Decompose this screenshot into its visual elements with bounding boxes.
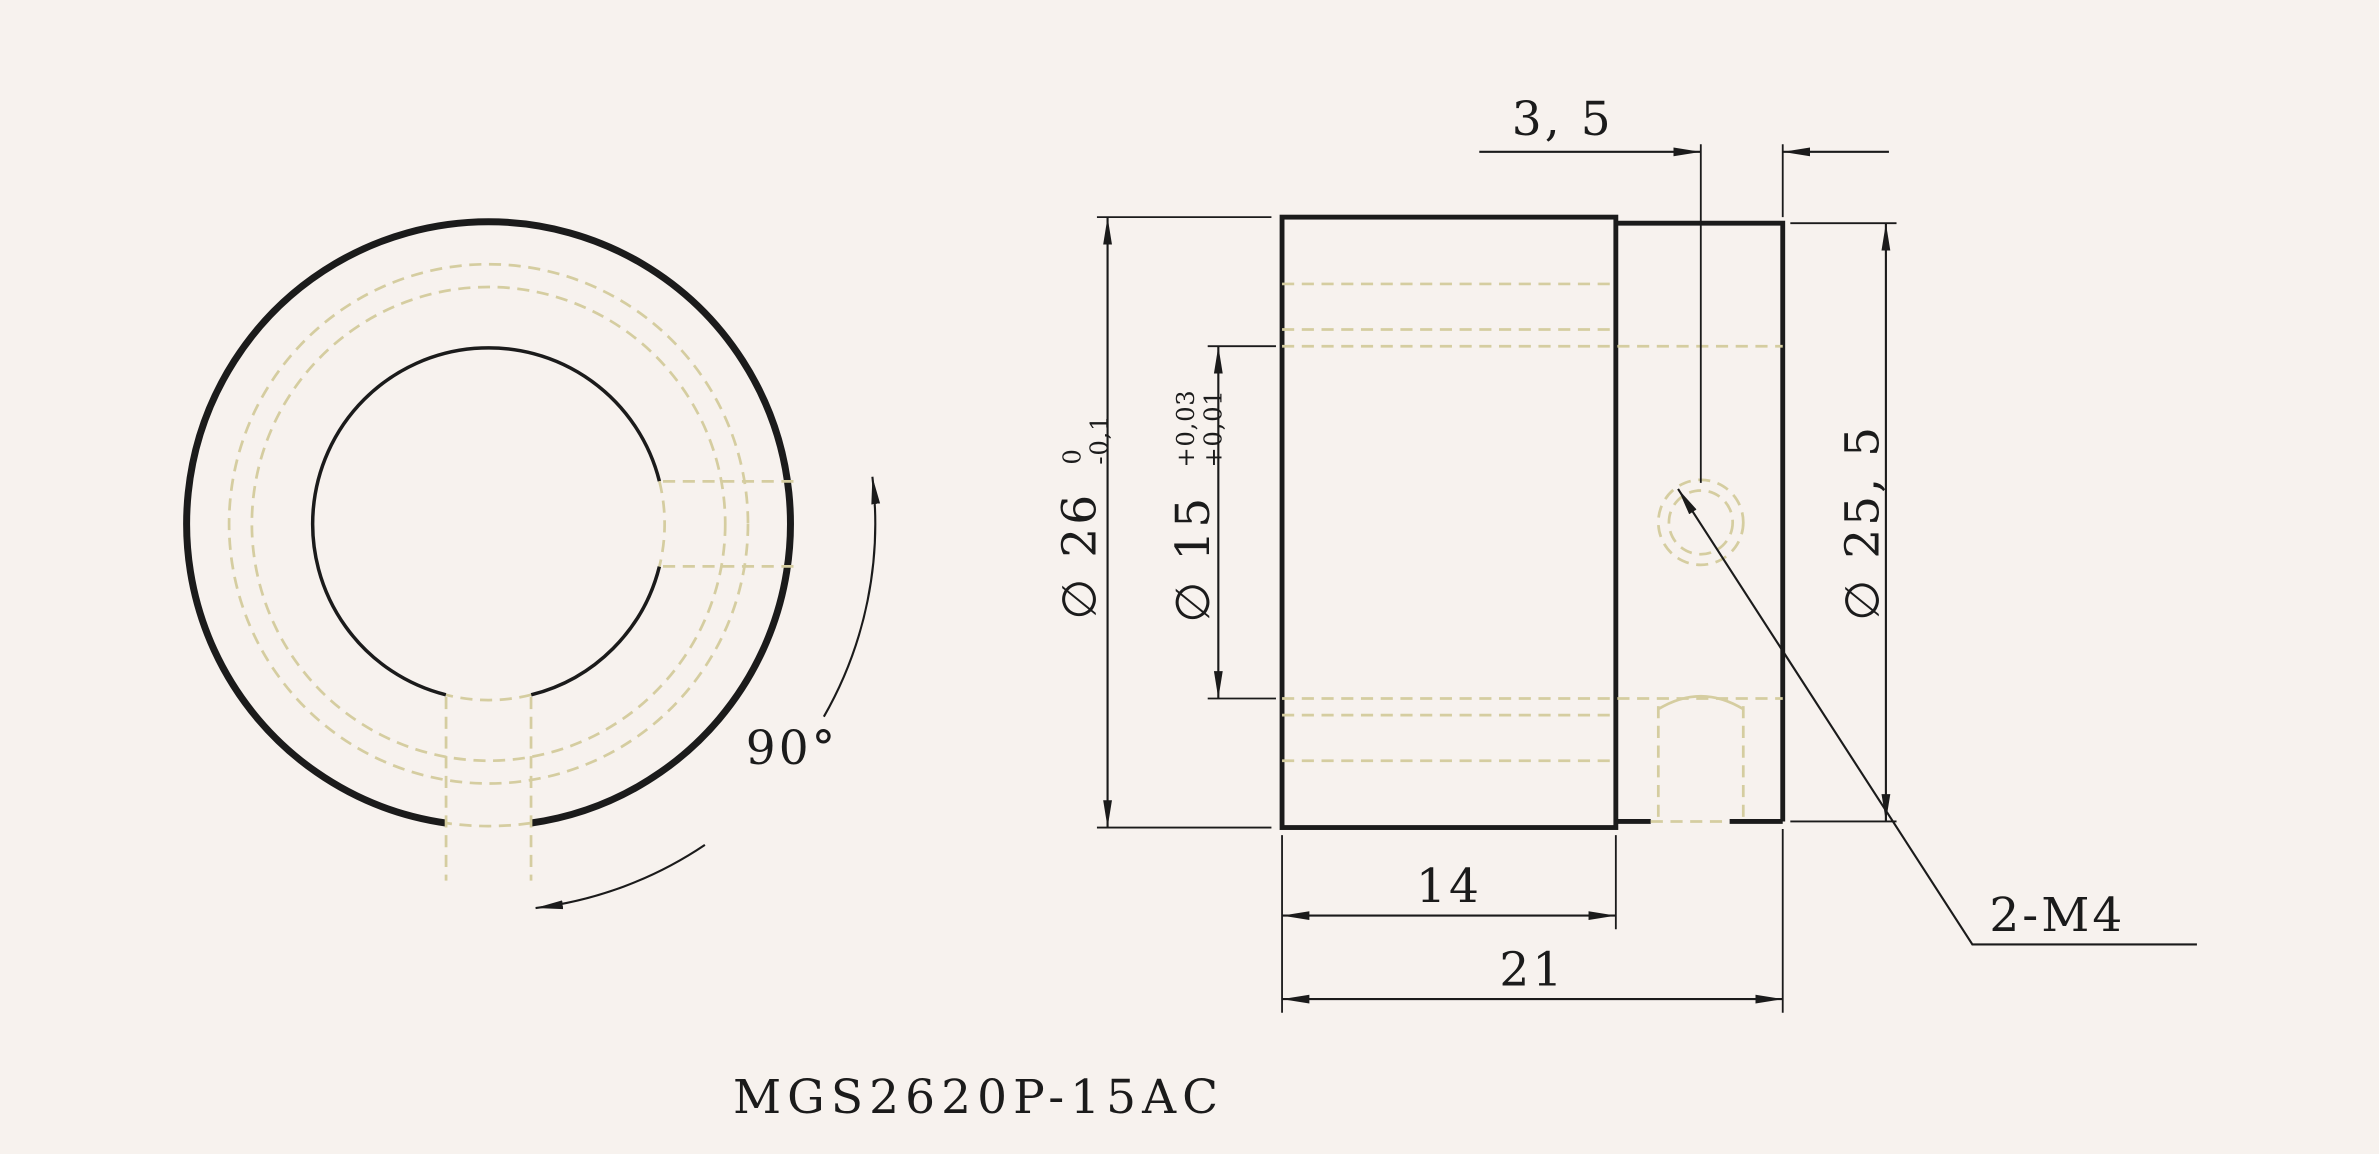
angle-dim-arc-upper [822,476,881,718]
part-number: MGS2620P-15AC [733,1070,1224,1125]
dia26-value: ∅ 26 [1052,492,1107,620]
bore-circle-hole-break-right [658,480,666,567]
tapped-hole-minor-circle [1667,489,1735,556]
dia15-tol-lower: +0,01 [1198,389,1227,467]
len21-dim-label: 21 [1499,942,1565,997]
hidden-circle-large [227,262,750,785]
dia255-label: ∅ 25, 5 [1835,424,1890,621]
outer-circle-hole-break [446,821,531,828]
front-view: 90° [183,218,881,910]
thread-callout-label: 2-M4 [1989,888,2125,943]
bottom-tapped-hole-end-arc [1657,694,1744,711]
bore-circle-hole-break-bottom [445,693,532,702]
offset-extension-lines [1699,144,1784,483]
dia26-extension-lines [1096,216,1272,829]
dia26-label: ∅ 26 0 -0,1 [1052,415,1113,620]
thread-leader-line [1677,488,2197,946]
dia15-tol-upper: +0,03 [1171,389,1200,467]
len21-extension-lines [1281,829,1784,1013]
outer-circle [183,218,794,827]
dia15-label: ∅ 15 +0,03 +0,01 [1166,389,1227,622]
dia255-value: ∅ 25, 5 [1835,424,1890,621]
angle-dim-arc-lower [535,843,706,910]
dia26-tol-upper: 0 [1057,448,1086,464]
dia15-value: ∅ 15 [1166,495,1221,623]
offset-dim-label: 3, 5 [1512,92,1614,147]
len14-dim-label: 14 [1416,859,1482,914]
dia255-extension-lines [1790,222,1897,823]
angle-dim-label: 90° [746,721,838,776]
dia26-tol-lower: -0,1 [1085,415,1114,465]
hidden-circle-small [250,285,727,763]
bore-circle [310,346,662,697]
small-section-outline [1615,220,1786,824]
dimensions: ∅ 26 0 -0,1 ∅ 15 +0,03 +0,01 ∅ 25, 5 3, … [1052,92,2197,1013]
side-view [1279,214,1786,830]
main-body-outline [1279,214,1619,830]
